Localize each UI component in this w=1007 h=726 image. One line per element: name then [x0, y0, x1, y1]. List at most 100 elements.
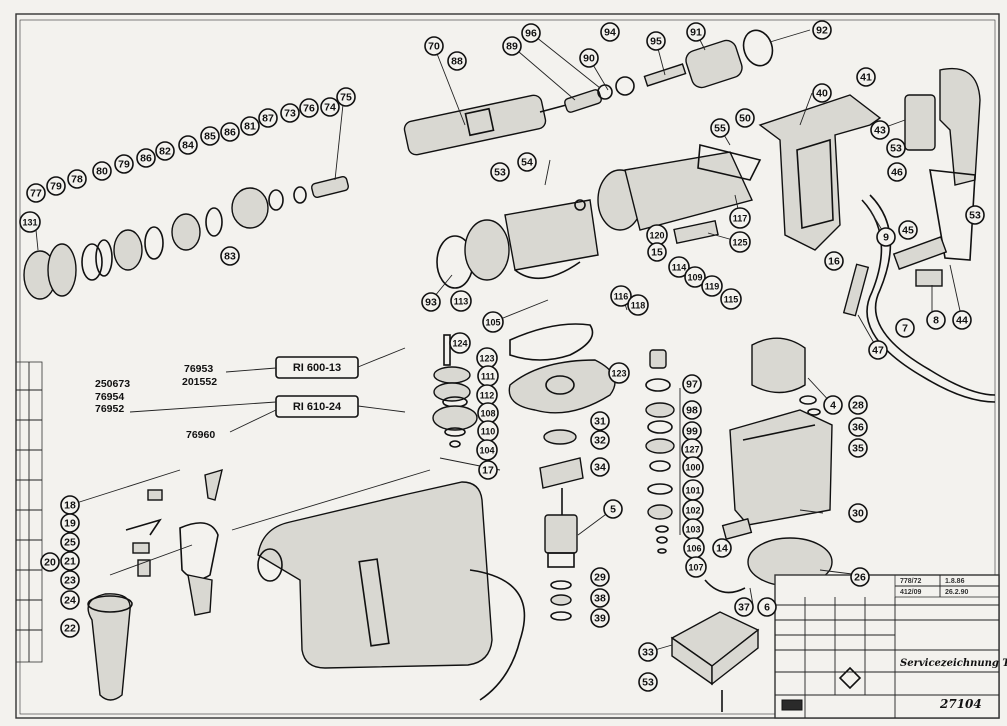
callout-circle: [898, 220, 918, 240]
callout-number: 93: [425, 297, 437, 309]
callout-c114: 114: [668, 256, 690, 278]
callout-c118: 118: [627, 294, 649, 316]
callout-circle: [590, 608, 610, 628]
callout-circle: [19, 211, 41, 233]
intermediate-gear-stack: [432, 334, 478, 448]
callout-c80: 80: [92, 161, 112, 181]
callout-circle: [502, 36, 522, 56]
callout-c93: 93: [421, 292, 441, 312]
callout-c38: 38: [590, 588, 610, 608]
callout-circle: [220, 246, 240, 266]
callout-c5: 5: [603, 499, 623, 519]
callout-number: 33: [642, 647, 654, 659]
callout-number: 120: [649, 231, 664, 241]
callout-circle: [476, 439, 498, 461]
callout-number: 24: [64, 595, 76, 607]
callout-number: 79: [50, 181, 62, 193]
callout-c16: 16: [824, 251, 844, 271]
callout-number: 34: [594, 462, 606, 474]
callout-circle: [965, 205, 985, 225]
inner-frame: [19, 19, 996, 715]
callout-circle: [46, 176, 66, 196]
callout-number: 50: [739, 113, 751, 125]
callout-c25: 25: [60, 532, 80, 552]
variant-number-76952: 76952: [95, 403, 124, 415]
callout-c7: 7: [895, 318, 915, 338]
callout-circle: [155, 141, 175, 161]
spindle-tube: [403, 94, 571, 156]
callout-number: 95: [650, 36, 662, 48]
callout-number: 22: [64, 623, 76, 635]
callout-number: 54: [521, 157, 533, 169]
callout-number: 112: [480, 391, 495, 401]
callout-number: 6: [764, 602, 770, 614]
callout-number: 70: [428, 41, 440, 53]
variant-number-76954: 76954: [95, 391, 124, 403]
callout-circle: [682, 374, 702, 394]
callout-number: 17: [482, 465, 494, 477]
callout-number: 36: [852, 422, 864, 434]
callout-circle: [668, 256, 690, 278]
callout-number: 111: [481, 372, 495, 382]
callout-c54: 54: [517, 152, 537, 172]
field-coil-and-housing: [729, 337, 833, 526]
callout-circle: [848, 438, 868, 458]
callout-c100: 100: [682, 456, 704, 478]
callout-number: 53: [642, 677, 654, 689]
callout-number: 106: [686, 544, 701, 554]
callout-c30: 30: [848, 503, 868, 523]
callout-c53d: 53: [638, 672, 658, 692]
callout-number: 38: [594, 593, 606, 605]
callout-c26: 26: [850, 567, 870, 587]
callout-circle: [92, 161, 112, 181]
callout-c76: 76: [299, 98, 319, 118]
callout-c86a: 86: [220, 122, 240, 142]
revision-1-date: 1.8.86: [945, 578, 965, 585]
callout-circle: [590, 588, 610, 608]
motor-housing-upper: [597, 143, 762, 245]
callout-circle: [67, 169, 87, 189]
callout-circle: [60, 532, 80, 552]
callout-c47: 47: [868, 340, 888, 360]
callout-c98: 98: [682, 400, 702, 420]
gearbox-cover-33: [670, 611, 760, 712]
callout-c31: 31: [590, 411, 610, 431]
callout-number: 41: [860, 72, 872, 84]
callout-circle: [421, 292, 441, 312]
callout-number: 104: [479, 446, 494, 456]
callout-circle: [60, 590, 80, 610]
callout-number: 82: [159, 146, 171, 158]
callout-number: 30: [852, 508, 864, 520]
callout-c116: 116: [610, 285, 632, 307]
callout-number: 31: [594, 416, 606, 428]
callout-number: 74: [324, 102, 336, 114]
callout-circle: [952, 310, 972, 330]
switch-and-cable: [842, 194, 996, 403]
callout-number: 39: [594, 613, 606, 625]
callout-c22: 22: [60, 618, 80, 638]
armature-stack: [539, 429, 584, 621]
variant-box-1: RI 600-13: [275, 356, 359, 379]
callout-number: 116: [614, 292, 629, 302]
callout-circle: [701, 275, 723, 297]
callout-circle: [600, 22, 620, 42]
callout-circle: [60, 551, 80, 571]
callout-c99: 99: [682, 421, 702, 441]
callout-number: 9: [883, 232, 889, 244]
callout-c70: 70: [424, 36, 444, 56]
callout-circle: [114, 154, 134, 174]
callout-c41: 41: [856, 67, 876, 87]
callout-c106: 106: [683, 537, 705, 559]
callout-c36: 36: [848, 417, 868, 437]
callout-c103: 103: [682, 518, 704, 540]
callout-circle: [240, 116, 260, 136]
callout-c29: 29: [590, 567, 610, 587]
callout-number: 5: [610, 504, 616, 516]
callout-c112: 112: [476, 384, 498, 406]
callout-c127: 127: [681, 438, 703, 460]
variant-number-201552: 201552: [182, 376, 217, 388]
callout-c123a: 123: [476, 347, 498, 369]
callout-number: 28: [852, 400, 864, 412]
callout-circle: [686, 22, 706, 42]
callout-number: 45: [902, 225, 914, 237]
